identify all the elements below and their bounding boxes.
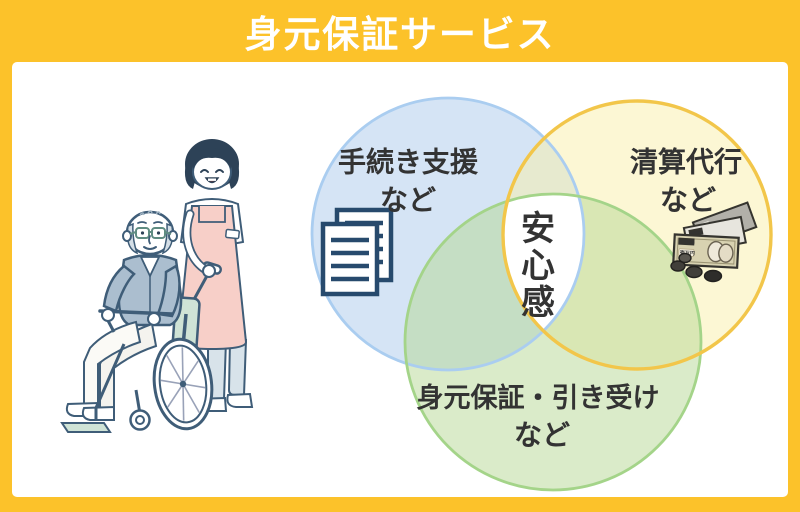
name-tag — [225, 228, 240, 240]
coins — [670, 252, 723, 283]
label-procedure-support: 手続き支援 — [338, 146, 479, 178]
svg-text:安: 安 — [521, 210, 555, 248]
man-hand — [101, 308, 115, 322]
wheelchair-rear-wheel — [152, 337, 214, 431]
venn-circle-guarantee-outline — [403, 192, 703, 492]
venn-diagram: 5000 10000 壱万円 手続き支援 など 清算代行 など — [310, 96, 773, 492]
label-center-anshinkan: 安 心 感 — [521, 210, 555, 322]
footrest-plate — [60, 422, 112, 433]
label-settlement-agency-etc: など — [660, 185, 716, 216]
venn-circle-settlement-outline — [501, 99, 773, 371]
wheelchair-caster-wheel — [129, 409, 151, 431]
glasses-icon — [129, 227, 172, 239]
svg-text:感: 感 — [521, 284, 555, 322]
label-identity-guarantee: 身元保証・引き受け — [417, 382, 660, 413]
documents-icon — [320, 207, 394, 297]
title-banner: 身元保証サービス — [0, 0, 800, 62]
venn-circle-guarantee — [405, 194, 701, 490]
elderly-man-head — [122, 210, 178, 256]
bill-value-label: 10000 — [679, 240, 695, 247]
man-shoe — [81, 405, 115, 421]
page-title: 身元保証サービス — [244, 14, 556, 55]
caregiver-wheelchair-illustration — [60, 139, 254, 433]
venn-circle-procedure-outline — [310, 96, 586, 372]
closed-smiling-eye — [215, 169, 224, 173]
caregiver-head — [184, 139, 240, 190]
caregiver-hand — [202, 264, 216, 278]
label-procedure-support-etc: など — [380, 185, 436, 216]
closed-smiling-eye — [200, 169, 209, 173]
man-hand — [147, 312, 161, 326]
caregiver-figure — [176, 139, 254, 412]
label-settlement-agency: 清算代行 — [630, 146, 742, 178]
caregiver-shoe — [226, 392, 254, 408]
money-icon: 5000 10000 壱万円 — [670, 201, 758, 283]
svg-text:心: 心 — [521, 247, 555, 285]
bill-value-label: 5000 — [690, 230, 703, 238]
label-identity-guarantee-etc: など — [514, 420, 570, 451]
wheel-spokes — [160, 347, 206, 421]
